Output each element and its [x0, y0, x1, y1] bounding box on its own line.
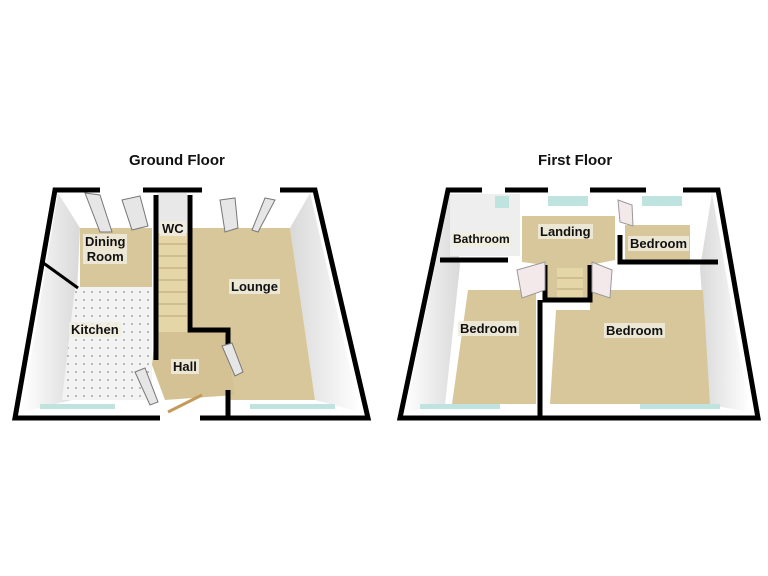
- room-label-bedroom-small: Bedroom: [628, 236, 690, 251]
- room-label-kitchen: Kitchen: [69, 322, 121, 337]
- room-label-bedroom-left: Bedroom: [458, 321, 520, 336]
- room-label-wc: WC: [160, 221, 186, 236]
- dining-line1: Dining: [85, 234, 126, 249]
- ground-floor-plan: [12, 187, 372, 421]
- room-label-landing: Landing: [538, 224, 593, 239]
- room-label-lounge: Lounge: [229, 279, 280, 294]
- room-label-dining: Dining Room: [83, 234, 128, 264]
- dining-line2: Room: [86, 249, 124, 264]
- first-floor-title: First Floor: [538, 152, 613, 169]
- room-label-hall: Hall: [171, 359, 199, 374]
- room-label-bedroom-right: Bedroom: [604, 323, 666, 338]
- room-label-bathroom: Bathroom: [451, 232, 512, 247]
- ground-floor-title: Ground Floor: [129, 152, 225, 169]
